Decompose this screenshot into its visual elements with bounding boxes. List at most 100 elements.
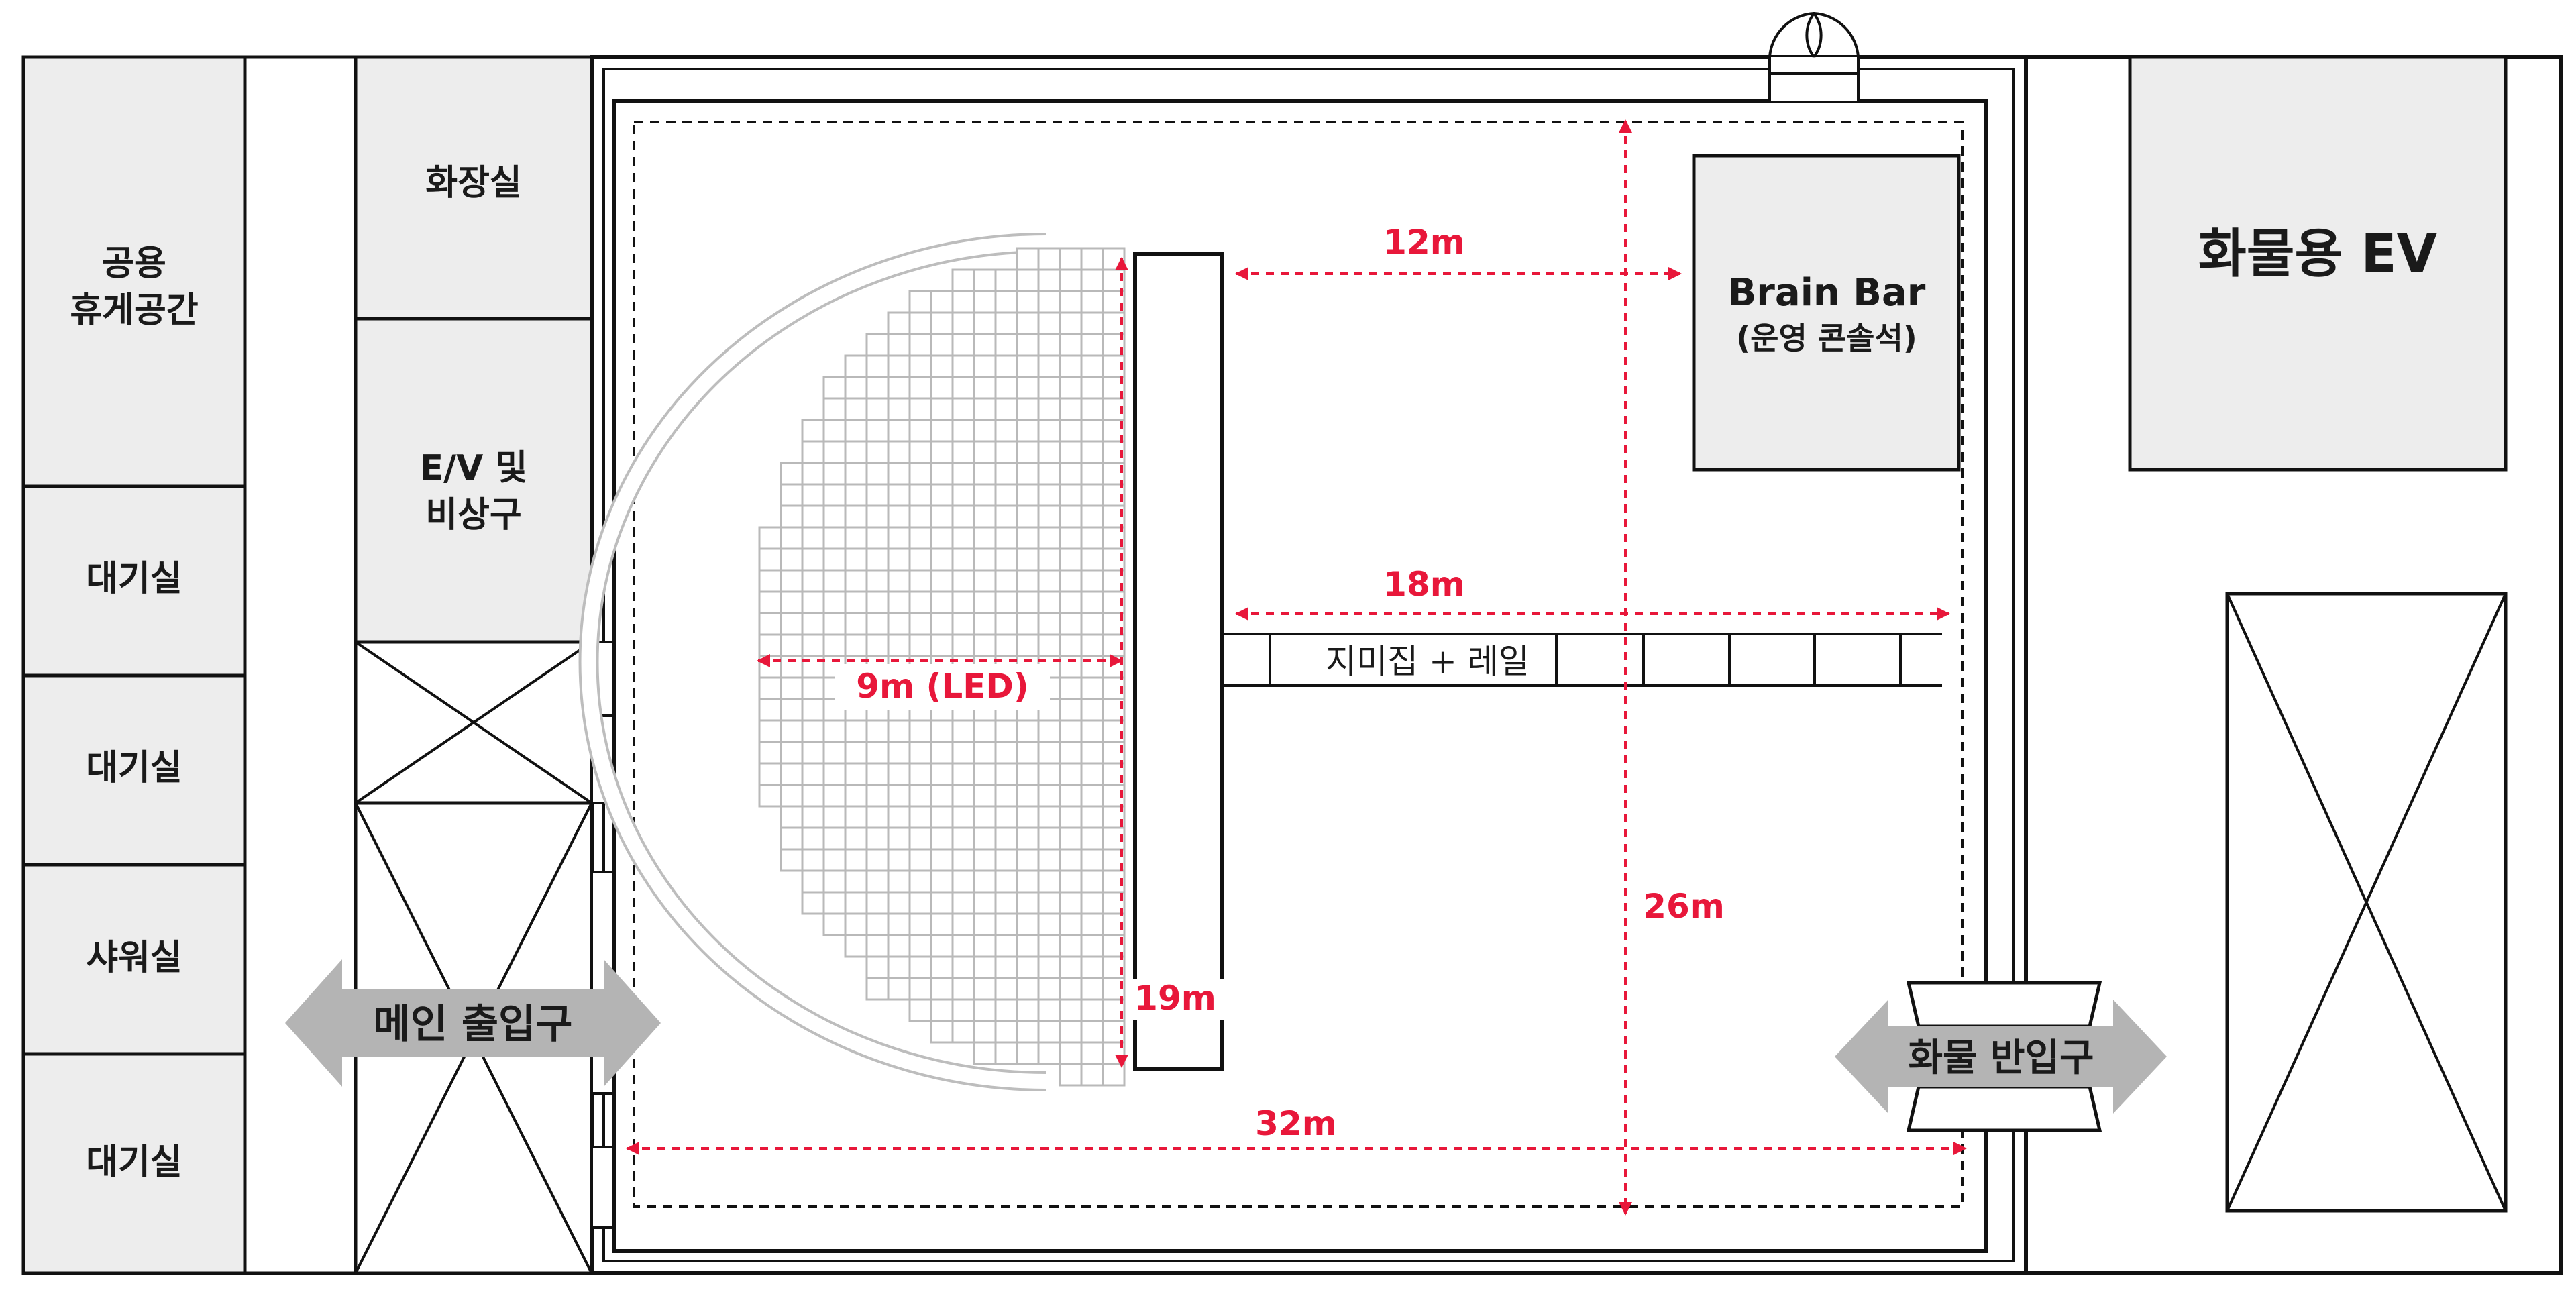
stage-grid-cell <box>1037 848 1061 872</box>
stage-grid-cell <box>887 784 911 808</box>
stage-grid-cell <box>973 891 997 915</box>
stage-grid-cell <box>758 676 782 700</box>
stage-grid-cell <box>930 633 954 657</box>
stage-grid-cell <box>1037 526 1061 550</box>
stage-grid-cell <box>1080 676 1104 700</box>
stage-grid-cell <box>951 826 975 851</box>
stage-grid-cell <box>822 612 847 636</box>
stage-grid-cell <box>1059 419 1083 443</box>
stage-grid-cell <box>887 977 911 1001</box>
stage-grid-cell <box>1080 290 1104 314</box>
stage-grid-cell <box>1059 376 1083 400</box>
stage-grid-cell <box>994 590 1018 614</box>
stage-grid-cell <box>994 912 1018 936</box>
stage-grid-cell <box>1016 483 1040 507</box>
stage-grid-cell <box>801 762 825 786</box>
stage-grid-cell <box>973 762 997 786</box>
stage-grid-cell <box>887 869 911 894</box>
stage-grid-cell <box>973 290 997 314</box>
stage-grid-cell <box>994 934 1018 958</box>
stage-grid-cell <box>1080 354 1104 378</box>
stage-grid-cell <box>994 848 1018 872</box>
stage-grid-cell <box>994 633 1018 657</box>
stage-grid-cell <box>780 655 804 679</box>
stage-grid-cell <box>994 333 1018 357</box>
stage-grid-cell <box>865 912 890 936</box>
stage-grid-cell <box>822 590 847 614</box>
stage-grid-cell <box>930 419 954 443</box>
stage-grid-cell <box>780 547 804 572</box>
stage-grid-cell <box>994 891 1018 915</box>
stage-grid-cell <box>844 719 868 743</box>
dim-label-12m: 12m <box>1383 223 1465 262</box>
stage-grid-cell <box>908 504 932 529</box>
stage-grid-cell <box>1016 354 1040 378</box>
stage-grid-cell <box>887 934 911 958</box>
stage-grid-cell <box>865 934 890 958</box>
stage-grid-cell <box>1080 633 1104 657</box>
stage-grid-cell <box>844 912 868 936</box>
stage-grid-cell <box>844 569 868 593</box>
stage-grid-cell <box>930 998 954 1022</box>
stage-grid-cell <box>973 1020 997 1044</box>
stage-grid-cell <box>865 569 890 593</box>
stage-grid-cell <box>1080 504 1104 529</box>
stage-grid-cell <box>780 784 804 808</box>
ev-emergency-label-2: 비상구 <box>425 495 522 535</box>
stage-grid-cell <box>844 547 868 572</box>
stage-grid-cell <box>1037 290 1061 314</box>
stage-grid-cell <box>1059 633 1083 657</box>
stage-grid-cell <box>844 762 868 786</box>
stage-grid-cell <box>822 483 847 507</box>
stage-grid-cell <box>908 805 932 829</box>
stage-grid-cell <box>822 805 847 829</box>
stage-grid-cell <box>908 826 932 851</box>
stage-grid-cell <box>1080 955 1104 979</box>
stage-grid-cell <box>1037 504 1061 529</box>
stage-grid-cell <box>930 912 954 936</box>
stage-grid-cell <box>1080 462 1104 486</box>
stage-grid-cell <box>780 633 804 657</box>
stage-grid-cell <box>1037 633 1061 657</box>
stage-grid-cell <box>1080 333 1104 357</box>
stage-grid-cell <box>973 784 997 808</box>
stage-grid-cell <box>908 891 932 915</box>
stage-grid-cell <box>1080 547 1104 572</box>
stage-grid-cell <box>844 590 868 614</box>
stage-grid-cell <box>994 955 1018 979</box>
stage-grid-cell <box>1059 741 1083 765</box>
stage-grid-cell <box>887 741 911 765</box>
stage-grid-cell <box>951 440 975 464</box>
stage-grid-cell <box>908 590 932 614</box>
stage-grid-cell <box>1059 569 1083 593</box>
stage-grid-cell <box>1059 504 1083 529</box>
stage-grid-cell <box>994 998 1018 1022</box>
waiting-room-1 <box>21 484 247 678</box>
stage-grid-cell <box>1037 419 1061 443</box>
stage-grid-cell <box>844 869 868 894</box>
stage-grid-cell <box>1037 569 1061 593</box>
stage-grid-cell <box>973 333 997 357</box>
stage-grid-cell <box>844 741 868 765</box>
stage-grid-cell <box>1059 612 1083 636</box>
stage-grid-cell <box>930 333 954 357</box>
stage-grid-cell <box>1080 891 1104 915</box>
stage-grid-cell <box>887 526 911 550</box>
stage-grid-cell <box>1102 1063 1126 1087</box>
stage-grid-cell <box>887 912 911 936</box>
stage-grid-cell <box>973 977 997 1001</box>
stage-grid-cell <box>994 1020 1018 1044</box>
stage-grid-cell <box>865 397 890 421</box>
stage-grid-cell <box>822 826 847 851</box>
stage-grid-cell <box>844 526 868 550</box>
stage-grid-cell <box>908 526 932 550</box>
stage-grid-cell <box>951 333 975 357</box>
stage-grid-cell <box>973 354 997 378</box>
main-entrance-arrow: 메인 출입구 <box>285 959 661 1087</box>
stage-grid-cell <box>1037 333 1061 357</box>
stage-grid-cell <box>994 376 1018 400</box>
stage-grid-cell <box>908 719 932 743</box>
stage-grid-cell <box>887 612 911 636</box>
stage-grid-cell <box>908 376 932 400</box>
stage-grid-cell <box>780 698 804 722</box>
